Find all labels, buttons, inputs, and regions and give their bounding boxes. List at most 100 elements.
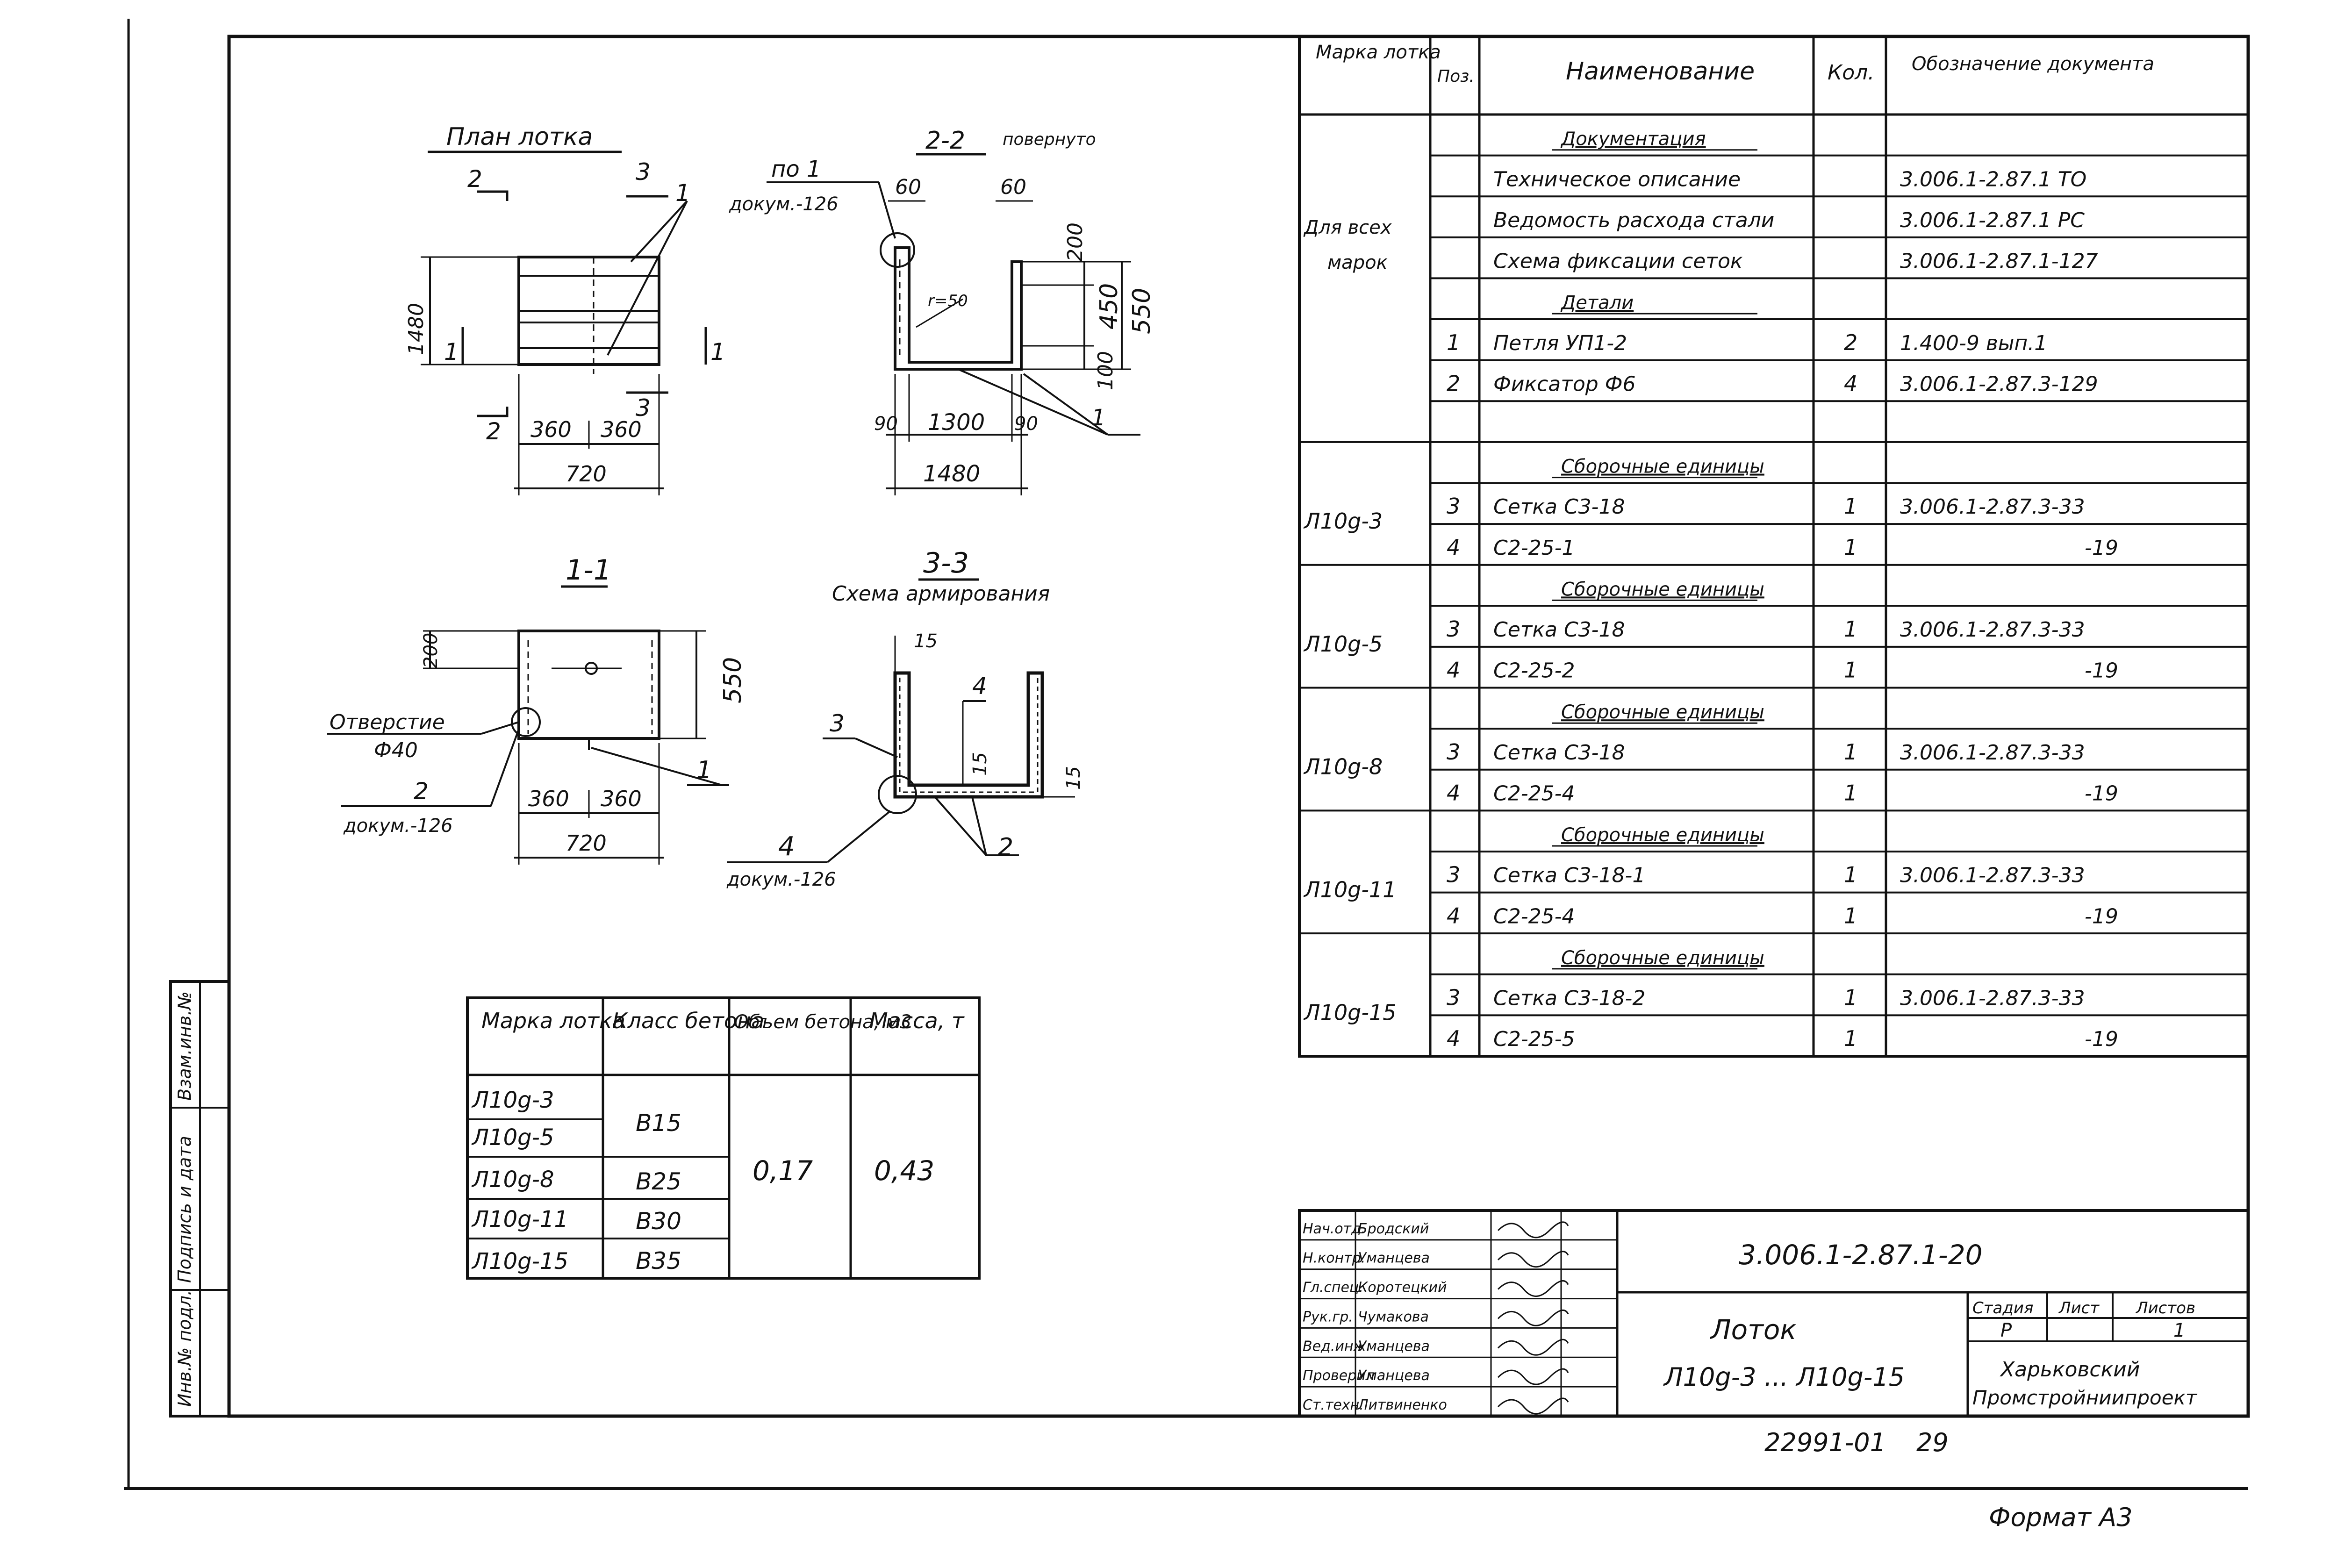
section11-title: 1-1: [566, 554, 611, 587]
section33-pos-4-top: 4: [972, 673, 987, 700]
concrete-header-mass: Масса, т: [869, 1008, 965, 1033]
concrete-volume-value: 0,17: [753, 1155, 813, 1187]
title-name-2: Л10g-3 ... Л10g-15: [1663, 1362, 1905, 1392]
title-org-2: Промстройниипроект: [1972, 1386, 2198, 1409]
signer-role: Н.контр.: [1303, 1250, 1365, 1267]
signer-name: Бродский: [1358, 1221, 1429, 1237]
spec-row-name: Сетка С3-18-1: [1493, 864, 1645, 888]
spec-row-doc: -19: [2085, 659, 2118, 683]
spec-header-mark: Марка лотка: [1316, 42, 1441, 63]
stamp-sign-label: Подпись и дата: [174, 1136, 195, 1283]
section22-pos-1: 1: [1091, 405, 1106, 431]
plan-section-2-bottom: 2: [486, 418, 501, 445]
section33-tray-outline: [893, 671, 1044, 799]
section33-pos-4: 4: [778, 831, 795, 862]
signature-scribble: [1497, 1339, 1569, 1356]
section33-dim-15-right: 15: [1063, 766, 1084, 790]
section33-pos-2: 2: [998, 833, 1013, 861]
footer-page: 29: [1916, 1428, 1949, 1457]
spec-section-heading: Детали: [1560, 292, 1634, 314]
plan-view: План лотка 2 2 3 3 1 1 1 1480 360 3: [404, 123, 725, 495]
specification-table: Марка лотка Поз. Наименование Кол. Обозн…: [1298, 35, 2250, 1058]
section11-hole-label: Отверстие: [330, 710, 445, 734]
spec-row-pos: 3: [1447, 739, 1460, 765]
spec-row-doc: 3.006.1-2.87.3-33: [1900, 618, 2085, 642]
concrete-row-class: В25: [636, 1168, 681, 1195]
spec-row-mark: Л10g-3: [1303, 508, 1383, 534]
section-2-2-view: 2-2 повернуто по 1 докум.-126 r=50 60 60…: [729, 127, 1156, 495]
spec-row-mark: Л10g-5: [1303, 631, 1383, 657]
section22-dim-200: 200: [1063, 222, 1087, 262]
concrete-row-class: В35: [636, 1247, 681, 1274]
section33-detail-circle: [878, 775, 917, 814]
spec-row-name: Ведомость расхода стали: [1493, 208, 1774, 232]
section22-dim-60-right: 60: [1000, 175, 1026, 199]
footer-inventory: 22991-01: [1764, 1428, 1886, 1457]
spec-row-doc: 3.006.1-2.87.3-33: [1900, 864, 2085, 888]
signature-scribble: [1497, 1368, 1569, 1385]
concrete-mass-value: 0,43: [874, 1155, 934, 1187]
concrete-table: Марка лотка Класс бетона Объем бетона, м…: [466, 996, 981, 1280]
concrete-header-volume: Объем бетона, м3: [734, 1011, 912, 1033]
concrete-row-mark: Л10g-8: [471, 1167, 554, 1193]
spec-section-heading: Сборочные единицы: [1561, 702, 1764, 723]
spec-row-pos: 4: [1447, 780, 1460, 805]
spec-row-mark: Л10g-15: [1303, 1000, 1396, 1025]
signer-name: Литвиненко: [1357, 1397, 1447, 1413]
spec-row-mark: Л10g-8: [1303, 754, 1383, 780]
spec-row-mark: Л10g-11: [1303, 877, 1396, 902]
section22-dim-total: 1480: [923, 461, 980, 487]
signer-role: Гл.спец.: [1303, 1280, 1363, 1296]
signature-scribble: [1497, 1251, 1569, 1268]
spec-row-pos: 3: [1447, 494, 1460, 519]
spec-row-pos: 4: [1447, 903, 1460, 928]
title-doc-code: 3.006.1-2.87.1-20: [1739, 1239, 1983, 1271]
title-name-1: Лоток: [1710, 1314, 1796, 1346]
spec-row-pos: 2: [1447, 371, 1460, 396]
spec-row-doc: 3.006.1-2.87.1 РС: [1900, 208, 2085, 232]
spec-row-name: Сетка С3-18-2: [1493, 986, 1645, 1010]
plan-dim-height: 1480: [404, 303, 428, 355]
signer-name: Уманцева: [1358, 1250, 1430, 1267]
spec-all-marks-1: Для всех: [1303, 217, 1392, 238]
spec-row-name: Сетка С3-18: [1493, 495, 1625, 519]
signer-role: Проверил: [1303, 1368, 1375, 1384]
section11-hole-size: Ф40: [374, 738, 418, 762]
spec-row-qty: 1: [1844, 780, 1857, 805]
signature-scribble: [1497, 1221, 1569, 1239]
side-stamp: Инв.№ подл. Подпись и дата Взам.инв.№: [169, 980, 230, 1418]
spec-row-doc: 3.006.1-2.87.3-129: [1900, 372, 2098, 396]
spec-row-doc: 1.400-9 вып.1: [1900, 331, 2047, 355]
spec-row-qty: 1: [1844, 739, 1857, 765]
signature-scribble: [1497, 1397, 1569, 1415]
concrete-row-mark: Л10g-11: [471, 1206, 568, 1232]
spec-row-name: С2-25-5: [1493, 1027, 1575, 1051]
spec-header-doc: Обозначение документа: [1912, 53, 2154, 75]
concrete-row-class: В15: [636, 1110, 681, 1137]
signer-role: Рук.гр.: [1303, 1309, 1353, 1325]
section11-dim-total: 720: [566, 831, 607, 856]
spec-header-name: Наименование: [1566, 57, 1755, 86]
plan-section-3-bottom: 3: [636, 394, 651, 422]
signature-scribble: [1497, 1280, 1569, 1297]
concrete-row-mark: Л10g-5: [471, 1124, 554, 1151]
concrete-header-class: Класс бетона: [612, 1008, 764, 1033]
spec-row-name: Схема фиксации сеток: [1493, 250, 1743, 273]
title-stage: Р: [2000, 1320, 2012, 1341]
section22-dim-100: 100: [1094, 351, 1118, 390]
section22-detail-circle: [880, 232, 915, 268]
section22-dim-450: 450: [1095, 283, 1123, 329]
plan-section-3-top: 3: [636, 158, 651, 186]
concrete-header-mark: Марка лотка: [481, 1008, 625, 1033]
section22-ref-pos: по 1: [771, 156, 821, 182]
section33-subtitle: Схема армирования: [832, 582, 1050, 606]
spec-row-pos: 4: [1447, 535, 1460, 560]
concrete-row-mark: Л10g-15: [471, 1248, 568, 1274]
spec-section-heading: Сборочные единицы: [1561, 947, 1764, 969]
title-block: Нач.отд.БродскийН.контр.УманцеваГл.спец.…: [1298, 1209, 2250, 1418]
concrete-row-class: В30: [636, 1208, 681, 1235]
plan-pos-1: 1: [675, 179, 690, 207]
footer-format: Формат А3: [1989, 1503, 2133, 1532]
plan-title: План лотка: [446, 123, 593, 151]
